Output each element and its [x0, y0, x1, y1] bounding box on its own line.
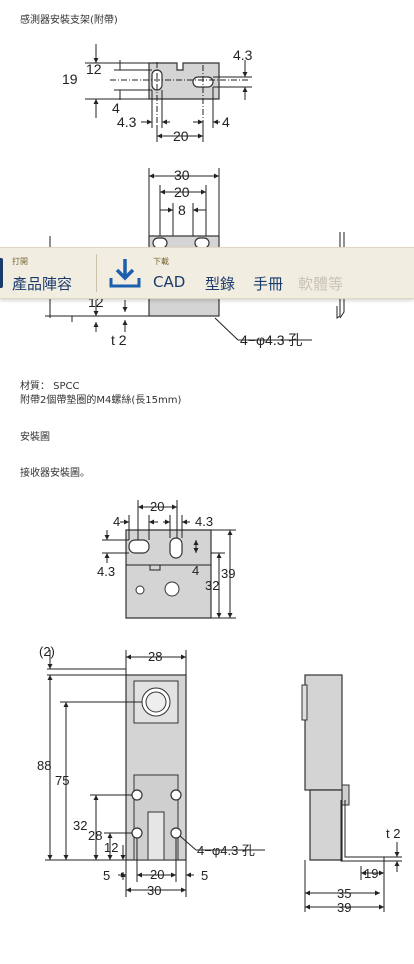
bracket-title: 感測器安裝支架(附帶) — [20, 15, 118, 26]
dim-39: 39 — [337, 900, 351, 915]
dim-35: 35 — [337, 886, 351, 901]
dim-4-right: 4 — [192, 563, 199, 578]
dim-19: 19 — [364, 866, 378, 881]
open-label: 打開 — [12, 257, 28, 266]
catalog-link[interactable]: 型錄 — [205, 275, 236, 293]
dim-19: 19 — [62, 71, 78, 87]
dim-12: 12 — [86, 61, 102, 77]
dim-4-3-left: 4.3 — [117, 114, 137, 130]
dim-30: 30 — [174, 167, 190, 183]
dim-8: 8 — [178, 202, 186, 218]
dim-4: 4 — [112, 100, 120, 116]
dim-32: 32 — [205, 578, 219, 593]
dim-12: 12 — [104, 840, 118, 855]
dim-20: 20 — [174, 184, 190, 200]
dim-2: (2) — [39, 644, 55, 659]
dim-88: 88 — [37, 758, 51, 773]
material-text: 材質： SPCC — [20, 381, 80, 392]
product-lineup-link[interactable]: 產品陣容 — [12, 275, 73, 293]
screws-note: 附帶2個帶墊圈的M4螺絲(長15mm) — [20, 395, 182, 406]
dim-4-3-right: 4.3 — [195, 514, 213, 529]
dim-4-bottom: 4 — [222, 114, 230, 130]
dim-20: 20 — [150, 867, 164, 882]
download-label: 下載 — [153, 257, 169, 266]
dim-4-3-left: 4.3 — [97, 564, 115, 579]
download-icon[interactable] — [108, 256, 142, 290]
dim-4-3-right: 4.3 — [233, 47, 253, 63]
dim-32: 32 — [73, 818, 87, 833]
toolbar-divider — [96, 254, 97, 292]
floating-toolbar: 打開 產品陣容 下載 CAD 型錄 手冊 軟體等 — [0, 247, 414, 299]
mount-title: 安裝圖 — [20, 432, 50, 443]
dim-t2: t 2 — [386, 826, 400, 841]
manual-link[interactable]: 手冊 — [253, 275, 284, 293]
software-link[interactable]: 軟體等 — [298, 275, 344, 293]
receiver-mount-title: 接收器安裝圖。 — [20, 468, 90, 479]
dim-75: 75 — [55, 773, 69, 788]
dim-39: 39 — [221, 566, 235, 581]
dim-20: 20 — [173, 128, 189, 144]
dim-t2: t 2 — [111, 332, 127, 348]
toolbar-edge-tab[interactable] — [0, 258, 3, 288]
dim-5-left: 5 — [103, 868, 110, 883]
cad-link[interactable]: CAD — [153, 273, 186, 291]
dim-4-left: 4 — [113, 514, 120, 529]
receiver-side-body — [304, 674, 343, 791]
dim-30: 30 — [147, 883, 161, 898]
bracket-plate — [148, 62, 220, 100]
hole-note: 4−φ4.3 孔 — [240, 332, 302, 348]
dim-5-right: 5 — [201, 868, 208, 883]
hole-note: 4−φ4.3 孔 — [197, 843, 255, 858]
dim-28: 28 — [148, 649, 162, 664]
dim-28b: 28 — [88, 828, 102, 843]
dim-20: 20 — [150, 499, 164, 514]
